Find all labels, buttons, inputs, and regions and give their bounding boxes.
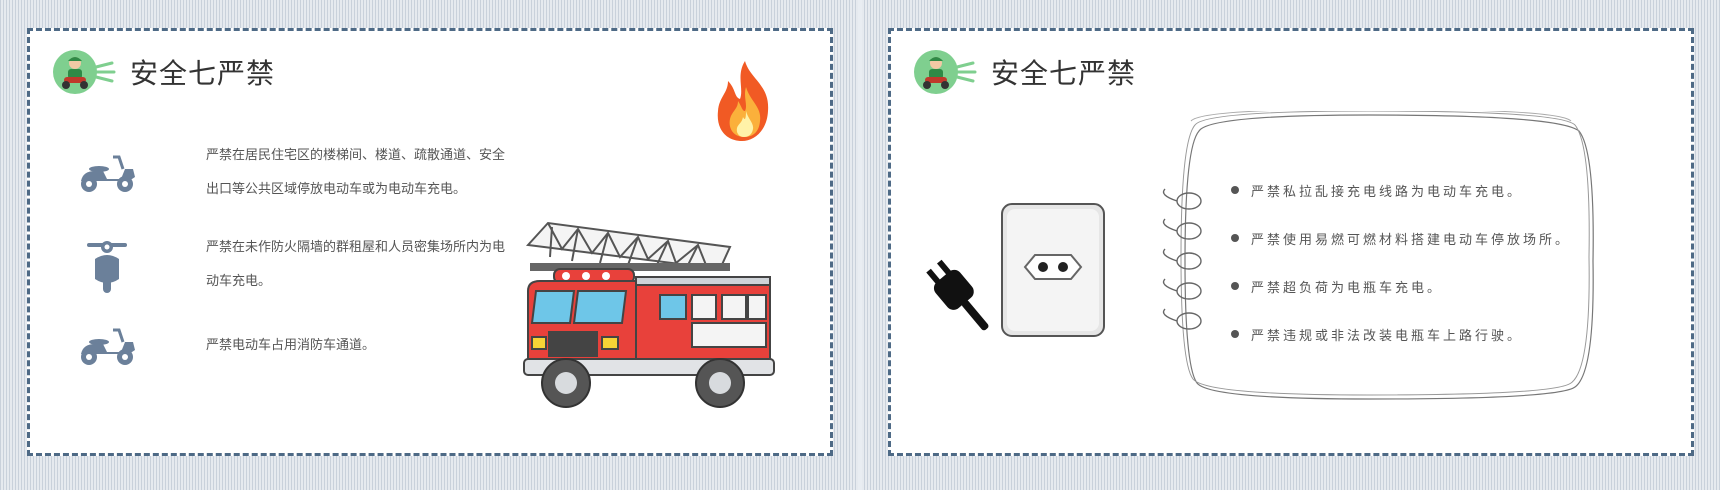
item-text: 严禁在未作防火隔墙的群租屋和人员密集场所内为电动车充电。 — [206, 240, 506, 289]
bullet-dot-icon — [1231, 186, 1239, 194]
bullet-text: 严禁私拉乱接充电线路为电动车充电。 — [1251, 184, 1524, 200]
slide-header: 安全七严禁 — [52, 49, 275, 95]
page-title: 安全七严禁 — [130, 57, 276, 90]
list-item: 严禁违规或非法改装电瓶车上路行驶。 — [1231, 310, 1571, 358]
firefighter-logo-icon — [913, 49, 977, 95]
bullet-text: 严禁违规或非法改装电瓶车上路行驶。 — [1251, 328, 1524, 344]
slide-header: 安全七严禁 — [913, 49, 1136, 95]
bullet-dot-icon — [1231, 234, 1239, 242]
scooter-front-icon — [74, 234, 140, 296]
slide-2: 安全七严禁 — [888, 28, 1694, 456]
firefighter-logo-icon — [52, 49, 116, 95]
list-item: 严禁超负荷为电瓶车充电。 — [1231, 262, 1571, 310]
scooter-icon — [74, 315, 140, 377]
item-text: 严禁电动车占用消防车通道。 — [206, 338, 376, 353]
bullet-dot-icon — [1231, 282, 1239, 290]
item-text: 严禁在居民住宅区的楼梯间、楼道、疏散通道、安全出口等公共区域停放电动车或为电动车… — [206, 148, 506, 197]
bullet-dot-icon — [1231, 330, 1239, 338]
wall-socket-icon — [999, 201, 1107, 339]
list-item: 严禁在未作防火隔墙的群租屋和人员密集场所内为电动车充电。 — [74, 231, 516, 299]
list-item: 严禁使用易燃可燃材料搭建电动车停放场所。 — [1231, 214, 1571, 262]
list-item: 严禁在居民住宅区的楼梯间、楼道、疏散通道、安全出口等公共区域停放电动车或为电动车… — [74, 139, 516, 207]
page-title: 安全七严禁 — [991, 57, 1137, 90]
fire-truck-icon — [520, 211, 780, 421]
bullet-text: 严禁超负荷为电瓶车充电。 — [1251, 280, 1444, 296]
list-item: 严禁电动车占用消防车通道。 — [74, 315, 516, 377]
scooter-icon — [74, 142, 140, 204]
bullet-list: 严禁私拉乱接充电线路为电动车充电。 严禁使用易燃可燃材料搭建电动车停放场所。 严… — [1231, 166, 1571, 358]
list-item: 严禁私拉乱接充电线路为电动车充电。 — [1231, 166, 1571, 214]
plug-icon — [921, 251, 997, 341]
bullet-text: 严禁使用易燃可燃材料搭建电动车停放场所。 — [1251, 232, 1572, 248]
slide-1: 安全七严禁 严禁在居民住宅区的楼梯间、楼道、疏散通道、安全出口等公共区域停放电动… — [27, 28, 833, 456]
fire-icon — [710, 59, 780, 143]
slide-divider — [858, 0, 862, 490]
